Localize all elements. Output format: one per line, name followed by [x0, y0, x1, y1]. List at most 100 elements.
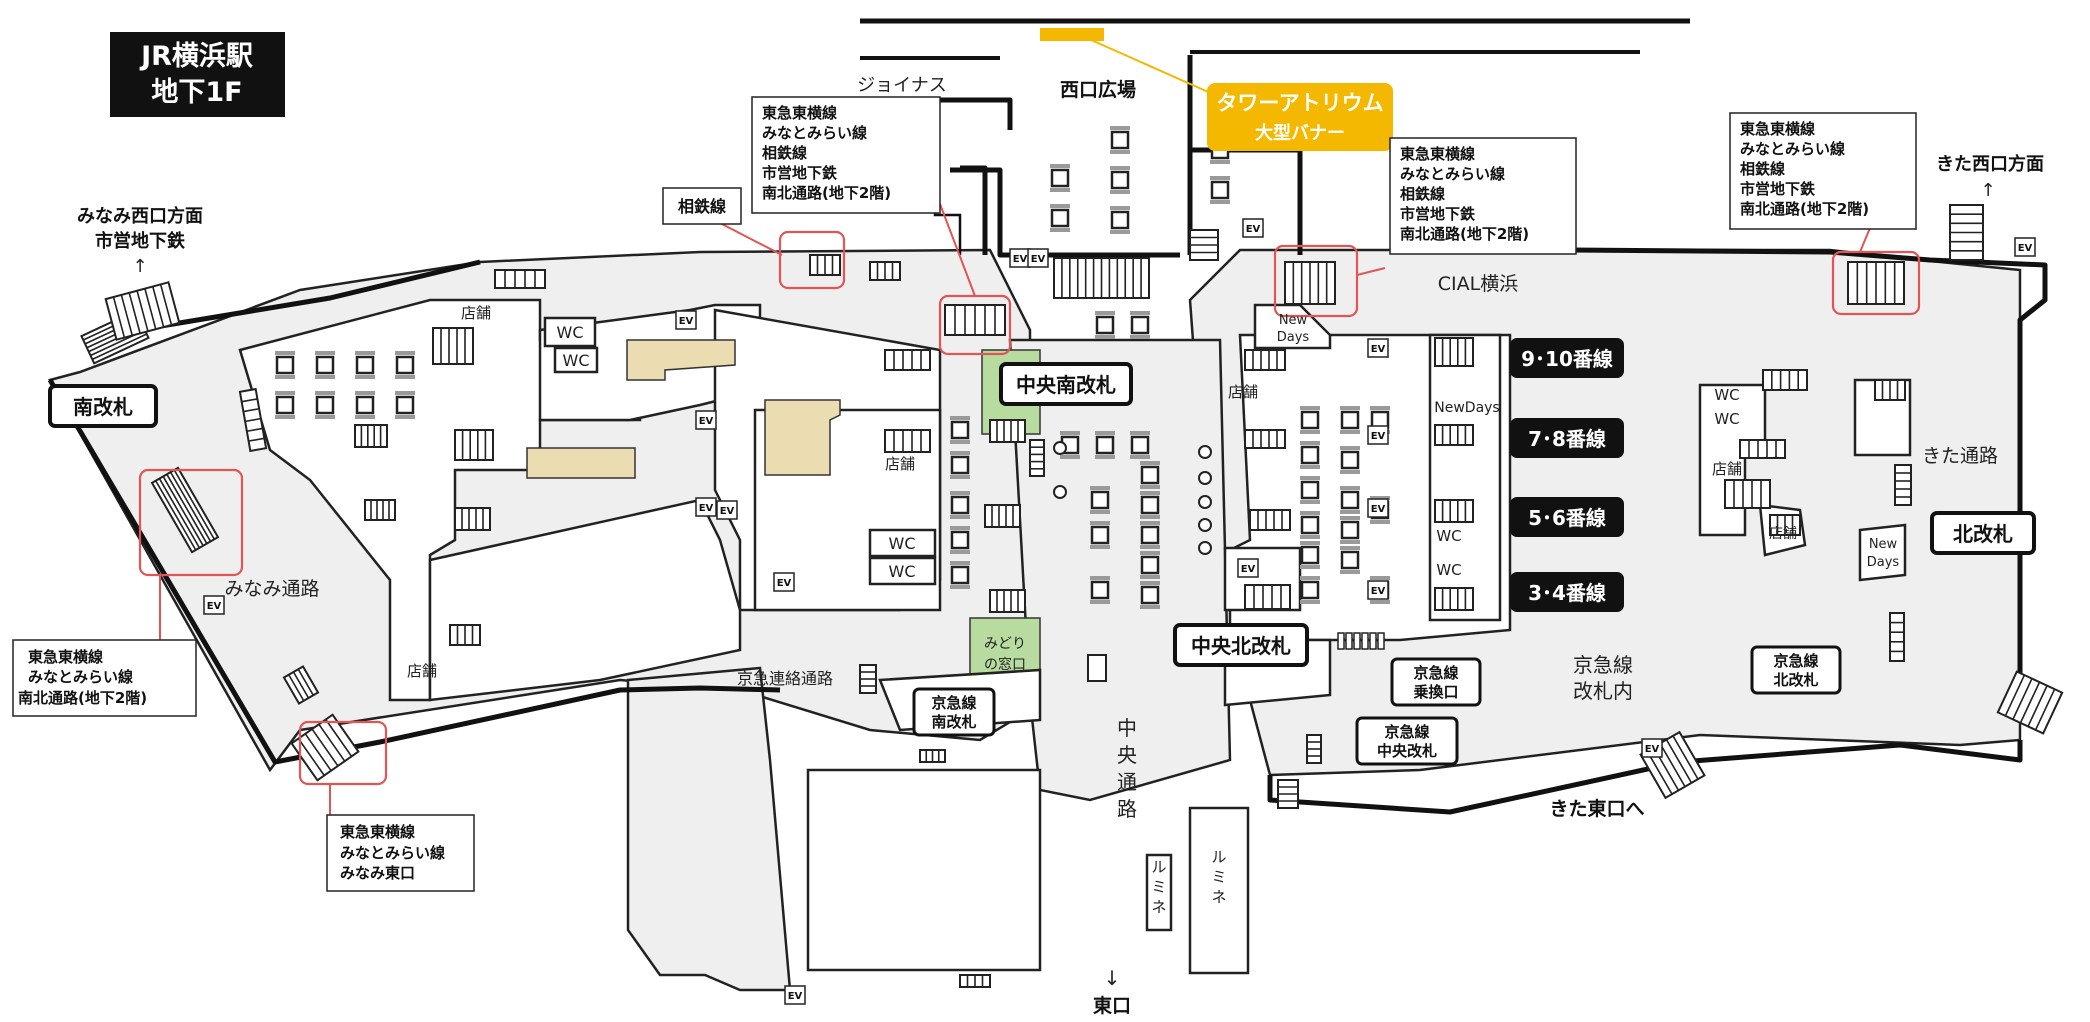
elevator-label: EV: [207, 601, 222, 612]
elevator-label: EV: [1371, 586, 1386, 597]
stairs-icon: [1029, 439, 1045, 477]
stairs-icon: [944, 304, 1006, 336]
elevator-label: EV: [699, 503, 714, 514]
lower-left-floor: [626, 666, 792, 992]
elevator-label: EV: [1031, 254, 1046, 265]
elevator-label: EV: [720, 506, 735, 517]
ticket-gates: 南改札 中央南改札 中央北改札 北改札 京急線 南改札 京急線 乗換口 京急線 …: [48, 362, 2036, 766]
wc-box: [553, 346, 599, 374]
pillar-icon: [950, 526, 970, 554]
stairs-icon: [1434, 424, 1474, 446]
nishiguchi-wall-center: [950, 167, 1180, 258]
shop-label: 店舗: [407, 662, 437, 680]
wc-label: WC: [1714, 410, 1739, 428]
highlight-center-right: [1273, 244, 1359, 318]
info-center-right-line: みなとみらい線: [1400, 165, 1505, 183]
elevator-icon: EV: [2014, 237, 2036, 257]
stairs: [80, 204, 2064, 988]
pillar-icon: [1140, 491, 1160, 519]
gate-keikyu-norikae-label: 京急線: [1413, 664, 1458, 682]
right-platform-block: [1428, 333, 1502, 622]
stairs-icon: [454, 429, 494, 461]
info-north-right-line: 相鉄線: [1740, 160, 1785, 178]
north-east-wall: [1569, 247, 2048, 680]
pillar-icon: [1095, 311, 1115, 339]
stairs-icon: [364, 499, 396, 521]
stairs-icon: [1762, 369, 1808, 391]
elevator-icon: EV: [695, 497, 717, 517]
gate-bar-icon: [1353, 632, 1361, 650]
wc-label: WC: [1714, 386, 1739, 404]
elevator-icon: EV: [1367, 425, 1389, 445]
pillar-icon: [1130, 431, 1150, 459]
elevator-label: EV: [1371, 431, 1386, 442]
info-north-right-line: みなとみらい線: [1740, 140, 1845, 158]
gate-bar-icon: [1377, 632, 1385, 650]
gate-chuo-minami-label: 中央南改札: [1016, 373, 1116, 397]
label-joinus: ジョイナス: [857, 75, 947, 96]
wc-box: [868, 556, 937, 586]
stairs-icon: [884, 429, 931, 453]
shop-label: 店舗: [1228, 383, 1258, 401]
label-lumine-large: ネ: [1211, 888, 1226, 906]
highlight-south-left: [138, 468, 244, 577]
stairs-icon: [1053, 257, 1150, 299]
lower-block: [806, 768, 1042, 972]
direction-kita-higashiguchi: きた東口へ: [1549, 797, 1644, 820]
label-kita-tsuro: きた通路: [1922, 445, 1998, 467]
stairs-icon: [989, 589, 1026, 613]
stairs-icon: [354, 424, 388, 448]
stairs-icon: [1739, 439, 1786, 459]
newdays-label: Days: [1277, 330, 1310, 345]
pillar-icon: [1340, 546, 1360, 574]
shop-label: 店舗: [1712, 460, 1742, 478]
elevator-label: EV: [679, 316, 694, 327]
stairs-icon: [1249, 509, 1291, 531]
label-keikyu-kaisatsunai: 京急線: [1573, 653, 1633, 677]
gate-kita-label: 北改札: [1953, 522, 2013, 546]
wc-label: WC: [889, 562, 916, 581]
elevator-icon: EV: [716, 500, 738, 520]
pillar-icon: [950, 451, 970, 479]
pillar-icon: [1210, 176, 1230, 204]
label-chuo-tsuro: 路: [1117, 797, 1137, 821]
elevator-label: EV: [699, 416, 714, 427]
pillar-icon: [1110, 166, 1130, 194]
shop-label: 店舗: [461, 304, 491, 322]
platform-9-10-label: 9･10番線: [1521, 347, 1613, 371]
pillar-icon: [1140, 521, 1160, 549]
info-center-top-line: みなとみらい線: [762, 124, 867, 142]
stairs-icon: [1244, 349, 1286, 371]
column-icon: [1198, 518, 1212, 532]
arrow-down-icon: ↓: [1104, 966, 1121, 990]
stairs-icon: [104, 281, 181, 341]
stairs-icon: [1434, 587, 1474, 611]
pillar-icon: [315, 391, 335, 419]
stairs-icon: [290, 713, 360, 782]
lumine-small-block: [1145, 853, 1173, 932]
info-center-top-line: 相鉄線: [762, 144, 807, 162]
gate-chuo-minami: [999, 362, 1133, 406]
label-lumine-small: ミ: [1151, 878, 1166, 896]
label-lumine-large: ル: [1211, 848, 1226, 866]
wc-label: WC: [1436, 561, 1461, 579]
gate-kita: [1930, 511, 2036, 555]
midori-window-label: みどり: [984, 636, 1026, 652]
gate-keikyu-kita-label: 北改札: [1773, 671, 1818, 689]
pillar-icon: [1130, 311, 1150, 339]
west-north-wall: [124, 259, 481, 335]
platform-3-4: [1510, 572, 1624, 612]
platform-7-8-label: 7･8番線: [1528, 427, 1606, 451]
pillar-icon: [395, 351, 415, 379]
stairs-icon: [859, 664, 877, 694]
wc-label: WC: [889, 534, 916, 553]
pillar-icon: [1095, 431, 1115, 459]
wc-box: [543, 316, 597, 348]
info-center-right-line: 南北通路(地下2階): [1400, 225, 1529, 243]
elevator-icon: EV: [203, 595, 225, 615]
info-south-left-line: 東急東横線: [28, 648, 103, 666]
stairs-icon: [454, 507, 491, 531]
label-minami-tsuro: みなみ通路: [224, 578, 319, 600]
arrow-up-icon: ↑: [132, 256, 147, 277]
